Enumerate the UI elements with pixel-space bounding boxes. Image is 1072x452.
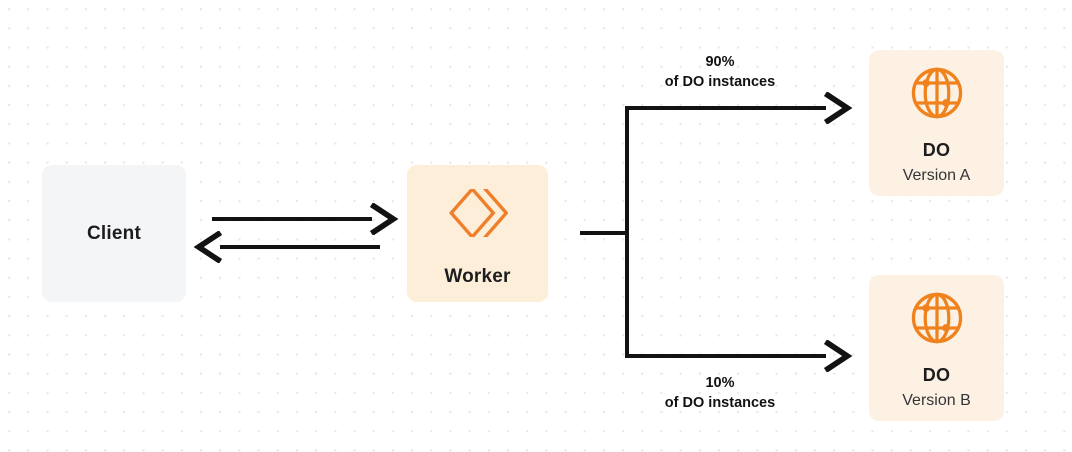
- cloudflare-workers-icon: [448, 183, 508, 248]
- edge-label-do-b-description: of DO instances: [664, 394, 776, 411]
- node-client-label: Client: [87, 222, 141, 244]
- node-worker[interactable]: Worker: [407, 165, 548, 302]
- node-do-b-title: DO: [922, 364, 951, 385]
- edge-label-do-b-percent: 10%: [705, 375, 735, 391]
- node-worker-label: Worker: [444, 266, 511, 287]
- node-do-version-b[interactable]: DO Version B: [869, 275, 1004, 421]
- edge-label-do-a: 90% of DO instances: [622, 53, 818, 92]
- edge-label-do-a-percent: 90%: [705, 54, 735, 70]
- globe-icon: [908, 289, 966, 352]
- edge-label-do-b: 10% of DO instances: [622, 374, 818, 413]
- node-do-a-subtitle: Version A: [902, 166, 971, 184]
- globe-icon: [908, 64, 966, 127]
- node-do-a-title: DO: [922, 139, 951, 160]
- node-do-b-subtitle: Version B: [902, 391, 971, 409]
- node-client[interactable]: Client: [42, 165, 186, 302]
- edge-label-do-a-description: of DO instances: [664, 73, 776, 90]
- node-do-version-a[interactable]: DO Version A: [869, 50, 1004, 196]
